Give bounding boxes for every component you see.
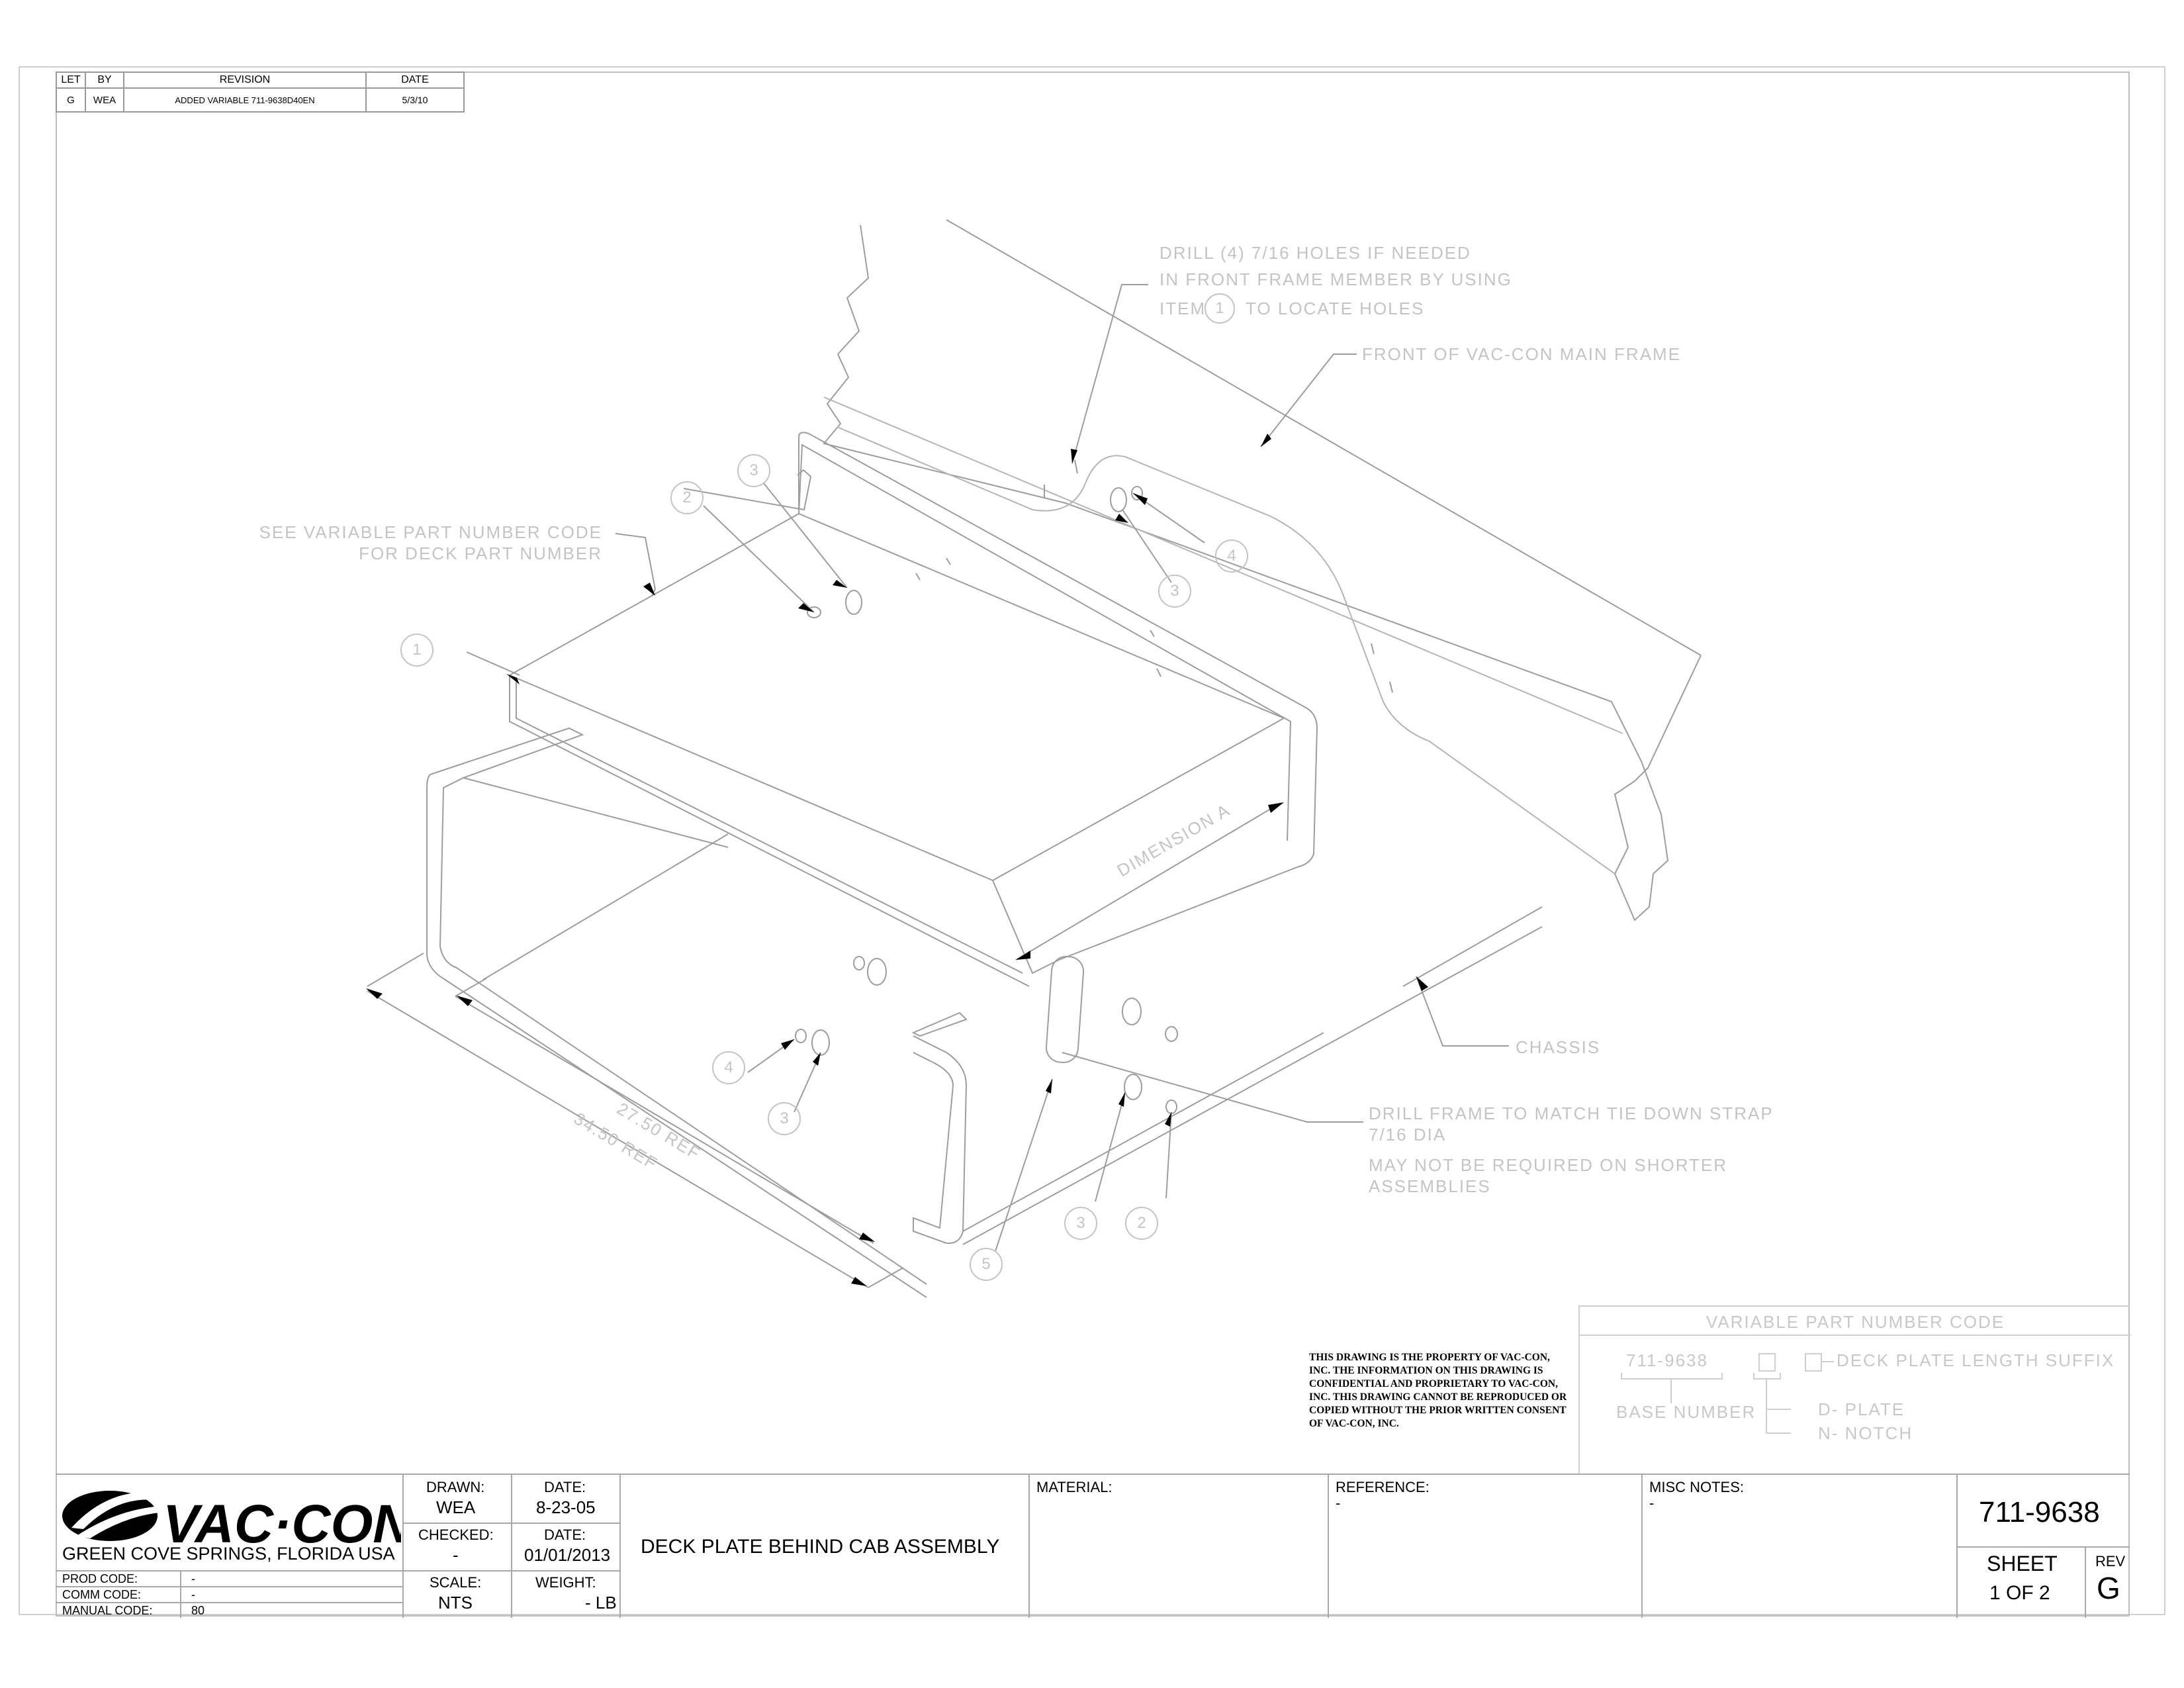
vpn-option-notch: N- NOTCH bbox=[1818, 1423, 1913, 1443]
vac-con-logo: VAC·CON bbox=[62, 1491, 401, 1553]
drawing-number: 711-9638 bbox=[1979, 1496, 2100, 1528]
note-may-not-line2: ASSEMBLIES bbox=[1369, 1176, 1491, 1196]
scale-value: NTS bbox=[438, 1593, 473, 1613]
c-channel bbox=[426, 767, 927, 1298]
note-drill-holes-line1: DRILL (4) 7/16 HOLES IF NEEDED bbox=[1160, 243, 1471, 263]
prod-code-value: - bbox=[191, 1572, 195, 1585]
balloon-3-bottom-left: 3 bbox=[768, 1102, 801, 1135]
balloon-3-bottom-right: 3 bbox=[1064, 1207, 1097, 1240]
balloon-2-top: 2 bbox=[670, 481, 704, 514]
vpn-option-plate: D- PLATE bbox=[1818, 1399, 1905, 1419]
note-drill-holes-item: ITEM bbox=[1160, 299, 1206, 318]
drawn-value: WEA bbox=[436, 1497, 476, 1517]
date1-value: 8-23-05 bbox=[536, 1497, 596, 1517]
date2-value: 01/01/2013 bbox=[524, 1545, 611, 1565]
misc-notes-label: MISC NOTES: bbox=[1649, 1479, 1745, 1495]
rev-cell-date: 5/3/10 bbox=[365, 87, 465, 113]
date1-label: DATE: bbox=[544, 1479, 586, 1495]
location-text: GREEN COVE SPRINGS, FLORIDA USA bbox=[62, 1544, 395, 1564]
scale-label: SCALE: bbox=[430, 1574, 482, 1591]
misc-notes-value: - bbox=[1649, 1495, 1655, 1511]
rev-value: G bbox=[2097, 1571, 2120, 1605]
balloon-2-bottom: 2 bbox=[1125, 1207, 1158, 1240]
sheet-border-outer bbox=[19, 66, 2165, 1615]
sheet-border-inner bbox=[56, 71, 2130, 1617]
rev-header-let: LET bbox=[56, 71, 86, 89]
manual-code-label: MANUAL CODE: bbox=[62, 1604, 153, 1617]
main-frame-top bbox=[946, 219, 1702, 656]
rev-cell-by: WEA bbox=[85, 87, 124, 113]
confidential-notice: THIS DRAWING IS THE PROPERTY OF VAC-CON,… bbox=[1309, 1352, 1567, 1429]
balloon-3-top-left: 3 bbox=[737, 454, 770, 487]
note-drill-holes-line2: IN FRONT FRAME MEMBER BY USING bbox=[1160, 269, 1512, 289]
balloon-4-top: 4 bbox=[1215, 539, 1248, 573]
vpn-base-label: BASE NUMBER bbox=[1616, 1402, 1756, 1422]
revision-table: LET BY REVISION DATE G WEA ADDED VARIABL… bbox=[56, 71, 465, 113]
checked-label: CHECKED: bbox=[418, 1526, 494, 1543]
tie-down-strap bbox=[1045, 956, 1085, 1063]
note-may-not-line1: MAY NOT BE REQUIRED ON SHORTER bbox=[1369, 1155, 1728, 1175]
note-drill-frame-line2: 7/16 DIA bbox=[1369, 1125, 1447, 1145]
note-variable-code-line1: SEE VARIABLE PART NUMBER CODE bbox=[259, 522, 602, 542]
rev-header-revision: REVISION bbox=[123, 71, 367, 89]
date2-label: DATE: bbox=[544, 1526, 586, 1543]
vpn-base: 711-9638 bbox=[1626, 1350, 1708, 1370]
comm-code-label: COMM CODE: bbox=[62, 1588, 141, 1601]
variable-part-number-block: VARIABLE PART NUMBER CODE 711-9638 DECK … bbox=[1578, 1305, 2131, 1474]
checked-value: - bbox=[453, 1545, 459, 1565]
reference-value: - bbox=[1336, 1495, 1341, 1511]
vpn-title: VARIABLE PART NUMBER CODE bbox=[1706, 1312, 2005, 1332]
rev-header-date: DATE bbox=[365, 71, 465, 89]
logo-text: VAC·CON bbox=[163, 1494, 401, 1553]
drawn-label: DRAWN: bbox=[426, 1479, 485, 1495]
vpn-box-2 bbox=[1805, 1353, 1822, 1372]
drawing-title: DECK PLATE BEHIND CAB ASSEMBLY bbox=[641, 1536, 1000, 1558]
main-frame-outline bbox=[823, 224, 1702, 921]
comm-code-value: - bbox=[191, 1588, 195, 1601]
reference-label: REFERENCE: bbox=[1336, 1479, 1430, 1495]
rev-cell-revision: ADDED VARIABLE 711-9638D40EN bbox=[123, 87, 367, 113]
note-chassis: CHASSIS bbox=[1516, 1037, 1601, 1057]
rev-header-by: BY bbox=[85, 71, 124, 89]
prod-code-label: PROD CODE: bbox=[62, 1572, 138, 1585]
weight-value: - LB bbox=[585, 1593, 617, 1613]
material-label: MATERIAL: bbox=[1036, 1479, 1113, 1495]
weight-label: WEIGHT: bbox=[535, 1574, 596, 1591]
note-front-frame: FRONT OF VAC-CON MAIN FRAME bbox=[1362, 344, 1682, 364]
balloon-item-ref: 1 bbox=[1205, 293, 1235, 324]
note-variable-code-line2: FOR DECK PART NUMBER bbox=[359, 543, 602, 563]
balloon-3-top-right: 3 bbox=[1158, 575, 1191, 608]
rev-label: REV bbox=[2095, 1553, 2126, 1570]
balloon-5: 5 bbox=[970, 1248, 1003, 1281]
manual-code-value: 80 bbox=[191, 1604, 205, 1617]
sheet-label: SHEET bbox=[1987, 1552, 2058, 1575]
vpn-box-1 bbox=[1758, 1353, 1776, 1372]
rev-cell-let: G bbox=[56, 87, 86, 113]
note-drill-holes-locate: TO LOCATE HOLES bbox=[1246, 299, 1425, 318]
vpn-suffix-label: DECK PLATE LENGTH SUFFIX bbox=[1837, 1350, 2115, 1370]
deck-plate-top bbox=[508, 512, 1286, 882]
sheet-value: 1 OF 2 bbox=[1989, 1582, 2050, 1604]
note-drill-frame-line1: DRILL FRAME TO MATCH TIE DOWN STRAP bbox=[1369, 1103, 1774, 1123]
balloon-4-bottom: 4 bbox=[712, 1051, 745, 1084]
balloon-1: 1 bbox=[400, 633, 433, 667]
title-block: VAC·CON GREEN COVE SPRINGS, FLORIDA USA … bbox=[56, 1474, 2130, 1618]
